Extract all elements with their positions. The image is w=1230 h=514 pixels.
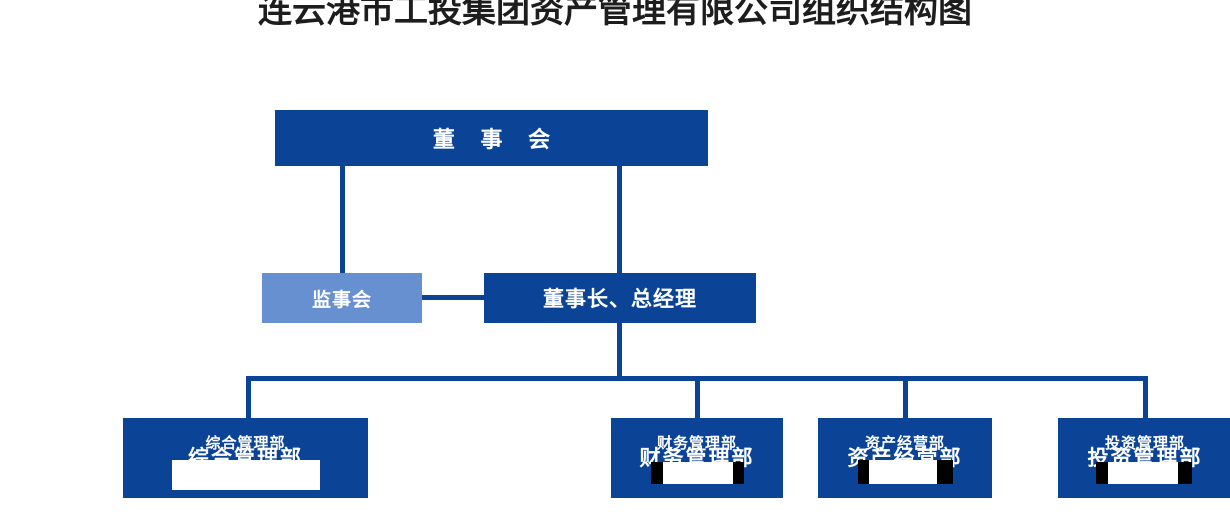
- node-supervisors-label: 监事会: [311, 288, 372, 311]
- node-department-general-admin[interactable]: 综合管理部 综合管理部: [123, 418, 368, 498]
- render-artifact-white-2: [663, 462, 733, 484]
- department-4-label: 投资管理部: [1104, 434, 1185, 452]
- render-artifact-white-4: [1108, 462, 1178, 484]
- connector-drop-dept-1: [246, 376, 251, 420]
- node-department-asset-operations[interactable]: 资产经营部 资产经营部: [818, 418, 992, 498]
- connector-drop-dept-2: [695, 376, 700, 420]
- node-department-finance[interactable]: 财务管理部 财务管理部: [611, 418, 783, 498]
- render-artifact-white-1: [172, 460, 320, 490]
- node-department-investment[interactable]: 投资管理部 投资管理部: [1058, 418, 1230, 498]
- department-1-label: 综合管理部: [205, 434, 286, 452]
- department-3-label: 资产经营部: [864, 434, 945, 452]
- node-board-of-supervisors[interactable]: 监事会: [262, 273, 422, 323]
- render-artifact-white-3: [869, 460, 937, 484]
- connector-chairman-to-bus: [617, 323, 622, 380]
- node-chairman-general-manager[interactable]: 董事长、总经理: [484, 273, 756, 323]
- node-board-label: 董 事 会: [432, 128, 560, 153]
- connector-drop-dept-4: [1143, 376, 1148, 420]
- connector-board-to-supervisors: [340, 166, 345, 274]
- department-2-label: 财务管理部: [656, 434, 737, 452]
- connector-drop-dept-3: [903, 376, 908, 420]
- page-title: 连云港市工投集团资产管理有限公司组织结构图: [258, 0, 972, 31]
- connector-supervisors-to-chairman: [420, 295, 486, 300]
- node-chairman-label: 董事长、总经理: [543, 287, 697, 311]
- node-board-of-directors[interactable]: 董 事 会: [275, 110, 708, 166]
- connector-board-to-chairman: [617, 166, 622, 274]
